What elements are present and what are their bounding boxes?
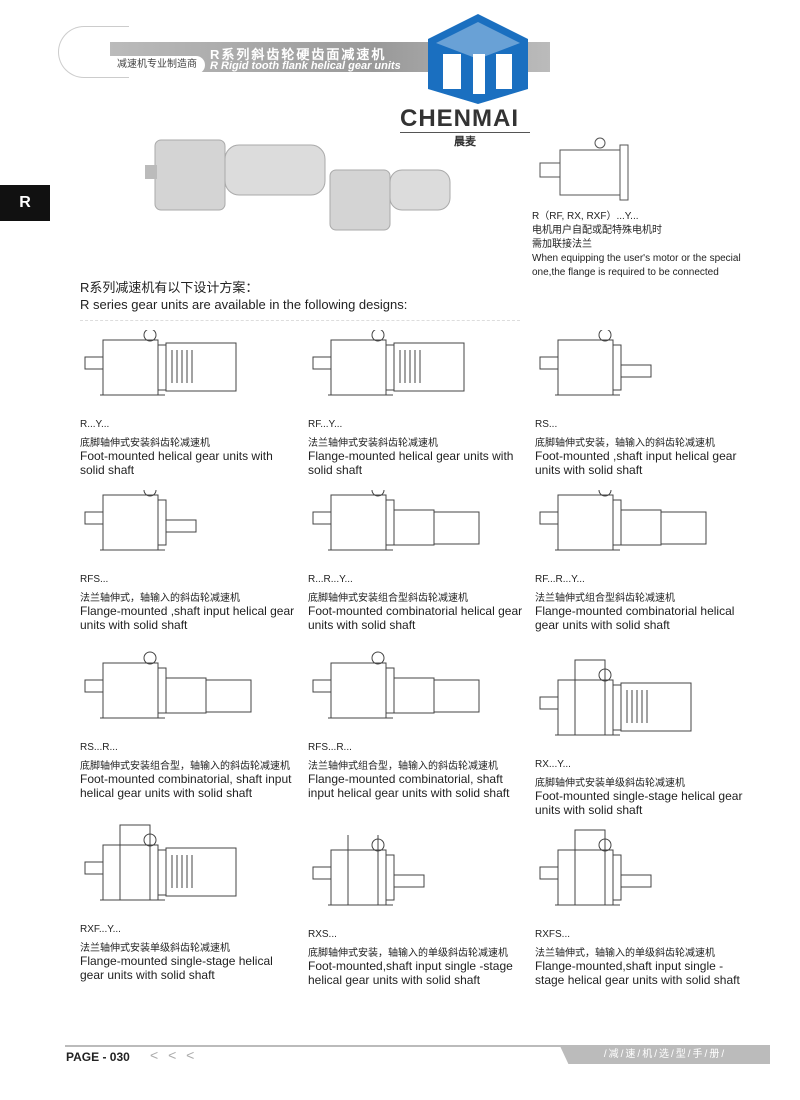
design-desc-en: Flange-mounted helical gear units with s… [308,449,514,477]
gear-unit-diagram [84,490,197,551]
design-code: RS...R... [80,742,118,753]
design-desc-en: Flange-mounted ,shaft input helical gear… [80,604,295,632]
design-code: RXS... [308,929,337,940]
flange-diagram [539,137,629,201]
design-desc-cn: 法兰轴伸式安装单级斜齿轮减速机 [80,943,230,954]
design-desc-cn: 底脚轴伸式安装组合型，轴输入的斜齿轮减速机 [80,761,290,772]
design-code: RF...R...Y... [535,574,585,585]
note-cn-line2: 需加联接法兰 [532,239,592,250]
design-desc-cn: 底脚轴伸式安装，轴输入的单级斜齿轮减速机 [308,948,508,959]
design-desc-en: Foot-mounted ,shaft input helical gear u… [535,449,737,477]
design-desc-en: Foot-mounted single-stage helical gear u… [535,789,743,817]
note-en: When equipping the user's motor or the s… [532,253,741,278]
brand-name-cn: 晨麦 [400,132,530,149]
design-code: R...R...Y... [308,574,353,585]
design-desc-en: Flange-mounted single-stage helical gear… [80,954,273,982]
design-code: RF...Y... [308,419,343,430]
design-code: RXF...Y... [80,924,121,935]
gear-unit-diagram [539,659,692,736]
design-code: RS... [535,419,558,430]
design-desc-cn: 法兰轴伸式组合型斜齿轮减速机 [535,593,675,604]
design-desc-cn: 底脚轴伸式安装单级斜齿轮减速机 [535,778,685,789]
design-code: RFS... [80,574,109,585]
motor-flange-note: R（RF, RX, RXF）...Y... 电机用户自配或配特殊电机时 需加联接… [532,210,772,280]
footer-divider [65,1045,770,1047]
footer-manual-tab: /减/速/机/选/型/手/册/ [560,1046,770,1064]
design-desc-en: Foot-mounted combinatorial helical gear … [308,604,523,632]
intro-en: R series gear units are available in the… [80,297,408,312]
design-desc-cn: 法兰轴伸式，轴输入的斜齿轮减速机 [80,593,240,604]
gear-unit-diagram [312,835,425,906]
design-desc-cn: 法兰轴伸式组合型，轴输入的斜齿轮减速机 [308,761,498,772]
intro-cn: R系列减速机有以下设计方案： [80,280,259,295]
design-code: RXFS... [535,929,571,940]
back-arrows: < < < [150,1047,198,1063]
design-desc-en: Flange-mounted,shaft input single -stage… [535,959,740,987]
note-cn-line1: 电机用户自配或配特殊电机时 [532,225,662,236]
gear-unit-diagram [312,330,465,396]
chenmai-logo-icon [428,14,528,104]
design-desc-en: Flange-mounted combinatorial, shaft inpu… [308,772,510,800]
gear-unit-diagram [539,330,652,396]
gear-unit-diagram [312,490,480,551]
gear-unit-diagram [84,330,237,396]
gear-unit-diagram [539,490,707,551]
note-code: R（RF, RX, RXF）...Y... [532,211,639,222]
design-desc-cn: 法兰轴伸式，轴输入的单级斜齿轮减速机 [535,948,715,959]
header-title-en: R Rigid tooth flank helical gear units [210,60,401,72]
header-decoration [58,26,129,78]
gear-unit-diagram [84,651,252,719]
product-photo [145,139,451,231]
section-tab: R [0,185,50,221]
header-title-cn: R系列斜齿轮硬齿面减速机 [210,47,387,62]
design-desc-en: Foot-mounted,shaft input single -stage h… [308,959,513,987]
page-number: PAGE - 030 [66,1050,130,1064]
divider [80,320,520,321]
design-code: R...Y... [80,419,110,430]
design-desc-en: Foot-mounted helical gear units with sol… [80,449,273,477]
design-code: RX...Y... [535,759,571,770]
brand-name: CHENMAI [400,105,519,132]
design-desc-cn: 法兰轴伸式安装斜齿轮减速机 [308,438,438,449]
gear-unit-diagram [312,651,480,719]
design-desc-en: Flange-mounted combinatorial helical gea… [535,604,735,632]
header-tagline: 减速机专业制造商 [75,56,205,74]
design-desc-cn: 底脚轴伸式安装，轴输入的斜齿轮减速机 [535,438,715,449]
design-desc-en: Foot-mounted combinatorial, shaft input … [80,772,292,800]
design-desc-cn: 底脚轴伸式安装斜齿轮减速机 [80,438,210,449]
design-desc-cn: 底脚轴伸式安装组合型斜齿轮减速机 [308,593,468,604]
design-code: RFS...R... [308,742,352,753]
gear-unit-diagram [539,829,652,906]
gear-unit-diagram [84,824,237,901]
